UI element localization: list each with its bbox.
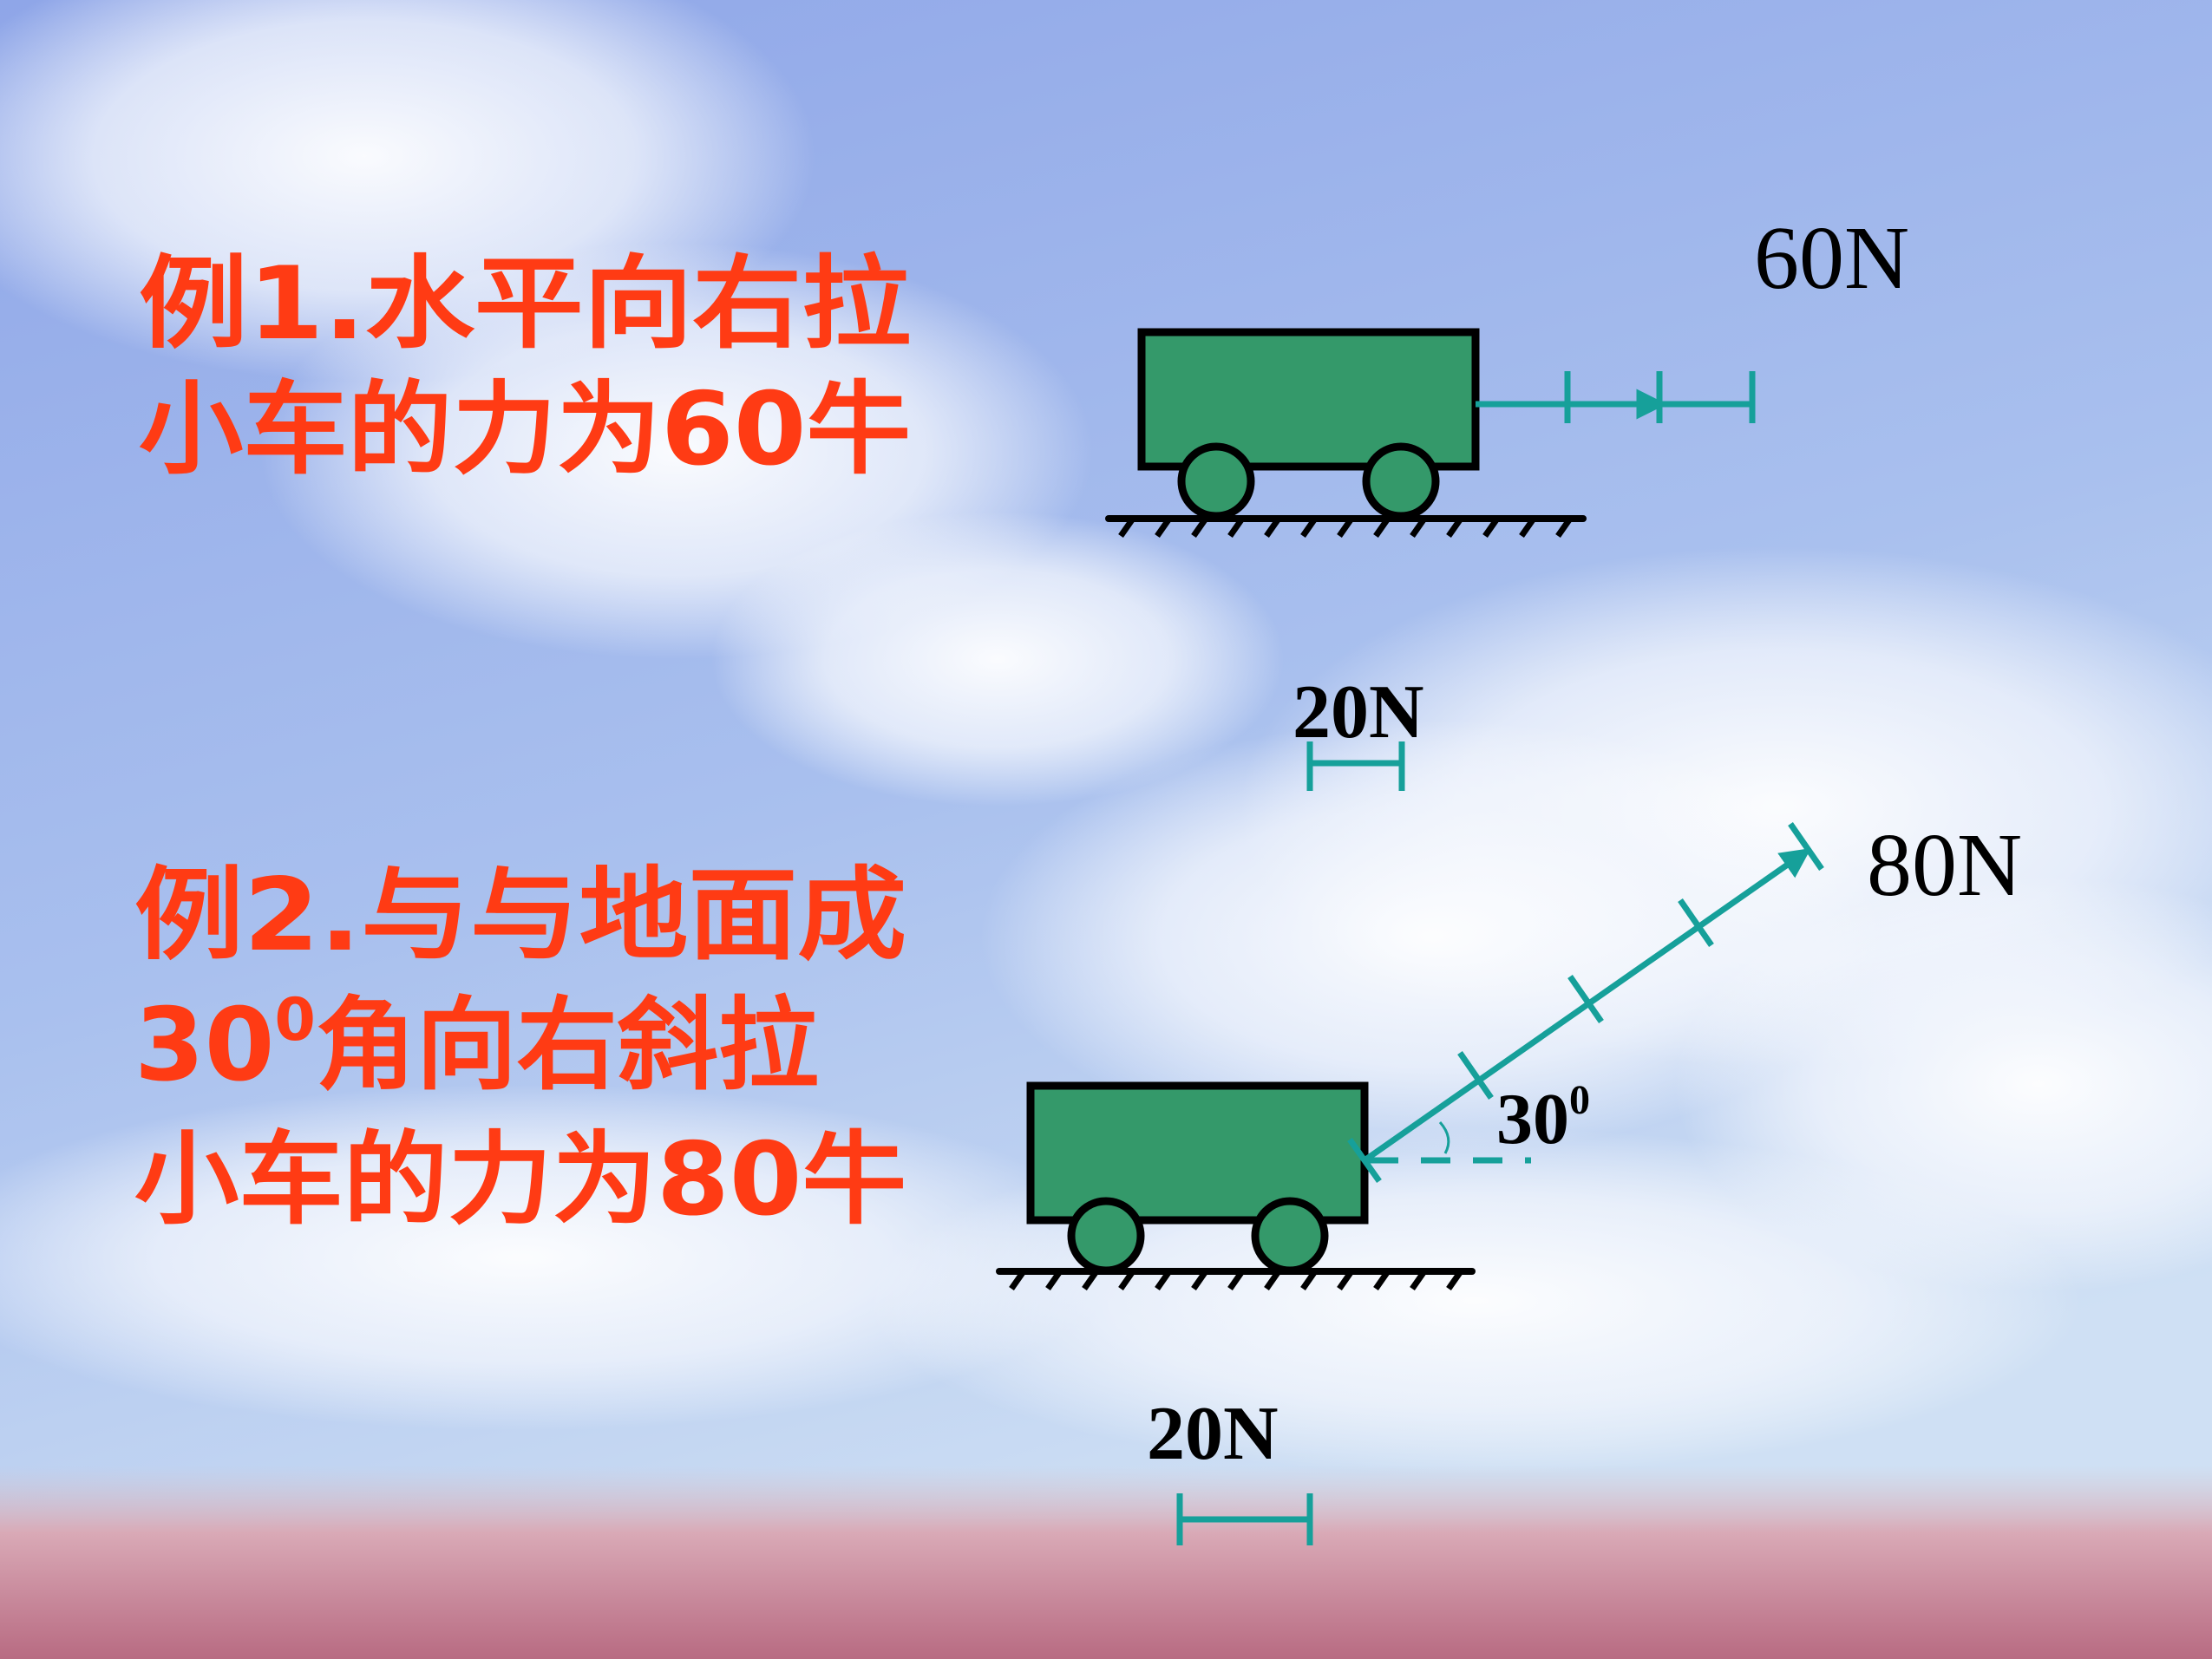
ground-hatch-mark [1227, 1269, 1245, 1291]
cart-2-wheel-right [1251, 1197, 1329, 1275]
cart-1-body [1137, 328, 1480, 471]
example2-line2-rest: 角向右斜拉 [316, 987, 819, 1104]
example2-line1: 例2.与与地面成 [134, 857, 906, 974]
example2-line2-sup: 0 [274, 986, 315, 1055]
example2-line2: 300角向右斜拉 [134, 986, 819, 1104]
ground-hatch-mark [1155, 516, 1172, 539]
ground-hatch-mark [1519, 516, 1536, 539]
ground-hatch-mark [1300, 516, 1318, 539]
ground-hatch-mark [1482, 516, 1500, 539]
cart-1 [1105, 328, 1587, 539]
ground-hatch-mark [1191, 516, 1208, 539]
clouds [0, 0, 2212, 1474]
force-60n-label: 60N [1754, 208, 1909, 308]
ground-2-hatch [1009, 1269, 1463, 1291]
ground-hatch-mark [1337, 1269, 1354, 1291]
ground-hatch-mark [1446, 516, 1463, 539]
oblique-tick-0 [1347, 1137, 1382, 1184]
example1-line1: 例1.水平向右拉 [139, 245, 911, 362]
oblique-tick-2 [1567, 975, 1604, 1023]
force-60n-arrow [1476, 371, 1756, 423]
scale-1-label: 20N [1293, 670, 1424, 754]
cart-1-wheel-right [1362, 442, 1440, 520]
ground-hatch-mark [1264, 516, 1281, 539]
angle-num: 30 [1496, 1079, 1569, 1159]
ground-hatch-mark [1373, 516, 1391, 539]
ground-hatch-mark [1227, 516, 1245, 539]
angle-sup: 0 [1569, 1077, 1590, 1123]
ground-hatch-mark [1009, 1269, 1026, 1291]
scale-bar-1 [1306, 741, 1405, 791]
ground-hatch-mark [1410, 516, 1427, 539]
ground-hatch-mark [1118, 1269, 1135, 1291]
flower-field [0, 1466, 2212, 1659]
ground-hatch-mark [1373, 1269, 1391, 1291]
ground-hatch-mark [1446, 1269, 1463, 1291]
ground-hatch-mark [1300, 1269, 1318, 1291]
example2-line2-num: 30 [134, 987, 274, 1104]
oblique-tick-3 [1678, 898, 1714, 947]
force-80n-arrow [1347, 822, 1824, 1184]
cart-2 [996, 1081, 1476, 1291]
force-80n-label: 80N [1867, 815, 2022, 915]
ground-hatch-mark [1155, 1269, 1172, 1291]
angle-label: 300 [1496, 1077, 1590, 1159]
example1-line2: 小车的力为60牛 [139, 371, 911, 488]
scale-2-label: 20N [1147, 1392, 1279, 1476]
ground-hatch-mark [1555, 516, 1573, 539]
cart-2-body [1026, 1081, 1369, 1225]
ground-hatch-mark [1191, 1269, 1208, 1291]
ground-hatch-mark [1337, 516, 1354, 539]
cart-1-wheel-left [1177, 442, 1255, 520]
ground-1-hatch [1118, 516, 1573, 539]
ground-hatch-mark [1118, 516, 1135, 539]
scale-bar-2 [1176, 1493, 1313, 1545]
oblique-tick-1 [1457, 1051, 1494, 1100]
angle-arc [1438, 1121, 1450, 1154]
cart-2-wheel-left [1067, 1197, 1145, 1275]
ground-hatch-mark [1082, 1269, 1099, 1291]
example2-line3: 小车的力为80牛 [134, 1121, 906, 1238]
ground-hatch-mark [1264, 1269, 1281, 1291]
ground-hatch-mark [1045, 1269, 1063, 1291]
ground-hatch-mark [1410, 1269, 1427, 1291]
oblique-tick-4 [1788, 822, 1824, 871]
